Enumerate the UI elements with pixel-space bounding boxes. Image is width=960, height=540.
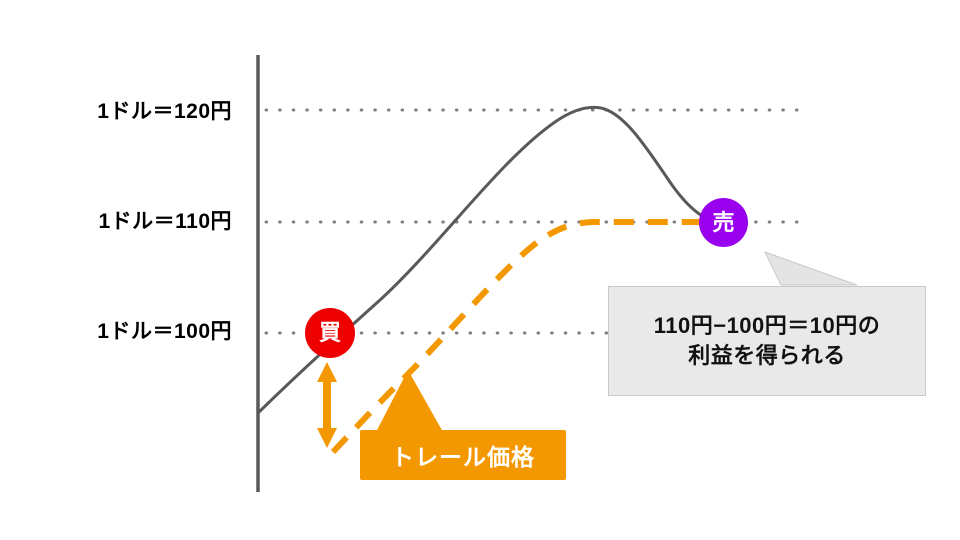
axis-label-120: 1ドル＝120円: [97, 100, 232, 123]
profit-callout: 110円−100円＝10円の 利益を得られる: [608, 286, 926, 396]
trail-price-banner-label: トレール価格: [391, 444, 535, 470]
marker-buy-label: 買: [318, 320, 341, 345]
marker-sell[interactable]: 売: [699, 198, 748, 247]
callout-tail: [764, 251, 858, 286]
axis-label-100: 1ドル＝100円: [97, 320, 232, 343]
marker-buy[interactable]: 買: [305, 308, 355, 358]
profit-callout-line-1: 110円−100円＝10円の: [653, 313, 881, 339]
spread-arrow-icon: [317, 362, 337, 448]
banner-pointer-triangle: [376, 370, 443, 432]
trail-price-line: [330, 219, 722, 455]
axis-label-110: 1ドル＝110円: [98, 210, 232, 233]
profit-callout-line-2: 利益を得られる: [688, 343, 846, 368]
trail-price-banner: トレール価格: [360, 430, 566, 480]
marker-sell-label: 売: [712, 209, 735, 235]
